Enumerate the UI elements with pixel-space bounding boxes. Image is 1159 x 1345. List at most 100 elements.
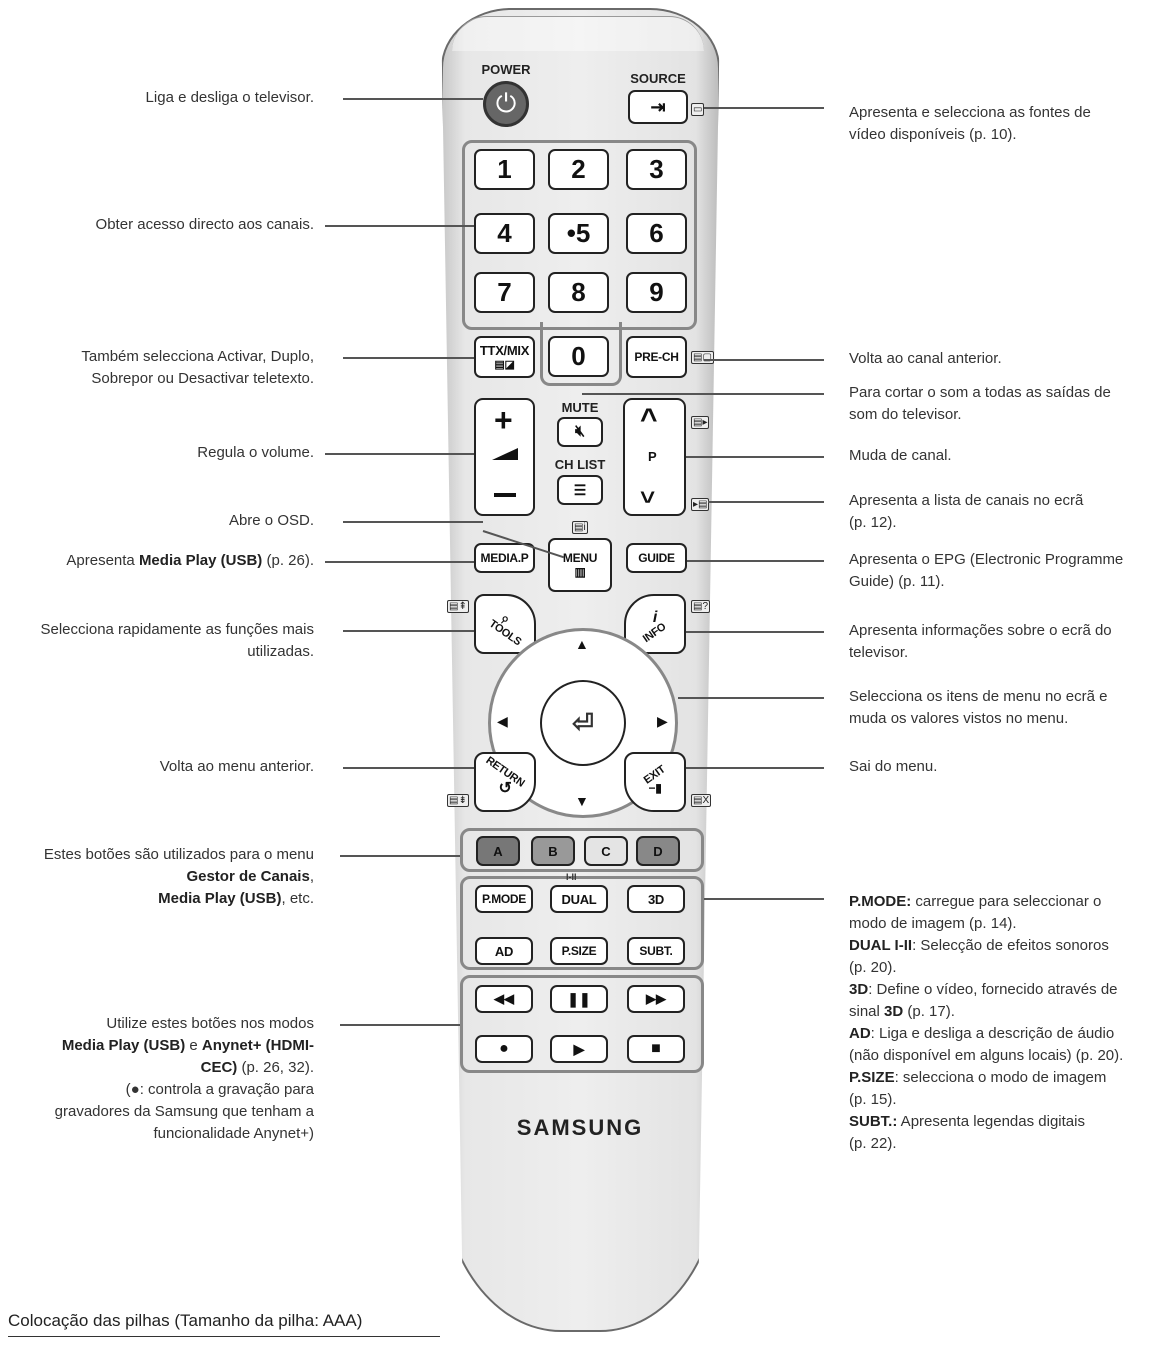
record-button[interactable]: ● <box>475 1035 533 1063</box>
note-3d-bold: 3D <box>884 1003 904 1020</box>
note-source-line2: vídeo disponíveis (p. 10). <box>849 126 1017 143</box>
number-button-4[interactable]: 4 <box>474 213 535 254</box>
tools-button[interactable]: ⌕ TOOLS <box>474 594 536 654</box>
record-icon: ● <box>499 1040 509 1057</box>
ad-button[interactable]: AD <box>475 937 533 965</box>
exit-button[interactable]: EXIT −▮ <box>624 752 686 812</box>
pre-ch-button[interactable]: PRE-CH <box>626 336 687 378</box>
leader-channel <box>686 456 824 458</box>
heading-underline <box>8 1336 440 1337</box>
nav-up-button[interactable]: ▲ <box>575 636 589 652</box>
note-chlist-line2: (p. 12). <box>849 514 897 531</box>
number-button-2[interactable]: 2 <box>548 149 609 190</box>
note-chlist: Apresenta a lista de canais no ecrã (p. … <box>849 490 1154 534</box>
p-mode-button[interactable]: P.MODE <box>475 885 533 913</box>
note-subt-text: Apresenta legendas digitais <box>897 1113 1085 1130</box>
number-button-3[interactable]: 3 <box>626 149 687 190</box>
volume-up-icon[interactable]: + <box>494 402 513 438</box>
mute-button[interactable]: 🔇︎ <box>557 417 603 447</box>
note-media-bold1: Media Play (USB) <box>61 1037 186 1054</box>
color-button-c[interactable]: C <box>584 836 628 866</box>
ttx-mix-button[interactable]: TTX/MIX ▤◪ <box>474 336 535 378</box>
return-button[interactable]: RETURN ↺ <box>474 752 536 812</box>
power-button[interactable]: ⏻ <box>483 81 529 127</box>
note-dual-text: : Selecção de efeitos sonoros <box>912 937 1109 954</box>
number-button-0[interactable]: 0 <box>548 336 609 377</box>
p-size-button[interactable]: P.SIZE <box>550 937 608 965</box>
nav-down-button[interactable]: ▼ <box>575 793 589 809</box>
note-ad-label: AD <box>849 1025 871 1042</box>
fast-forward-icon: ▶▶ <box>646 991 666 1006</box>
note-subt-text2: (p. 22). <box>849 1135 897 1152</box>
dual-button[interactable]: DUAL <box>550 885 608 913</box>
info-button[interactable]: i INFO <box>624 594 686 654</box>
teletext-icon: ▤◪ <box>494 359 515 371</box>
subt-button[interactable]: SUBT. <box>627 937 685 965</box>
channel-p-label: P <box>648 449 657 464</box>
number-button-7[interactable]: 7 <box>474 272 535 313</box>
fast-forward-button[interactable]: ▶▶ <box>627 985 685 1013</box>
leader-power <box>343 98 483 100</box>
note-subt: SUBT.: Apresenta legendas digitais <box>849 1111 1154 1133</box>
note-pmode-text: carregue para seleccionar o <box>911 893 1102 910</box>
number-button-6[interactable]: 6 <box>626 213 687 254</box>
leader-tools <box>343 630 474 632</box>
number-button-8[interactable]: 8 <box>548 272 609 313</box>
channel-rocker[interactable] <box>623 398 686 516</box>
leader-prech <box>704 359 824 361</box>
note-color-line3: Media Play (USB), etc. <box>44 888 314 910</box>
ch-list-button[interactable]: ☰ <box>557 475 603 505</box>
note-subt-label: SUBT.: <box>849 1113 898 1130</box>
play-button[interactable]: ▶ <box>550 1035 608 1063</box>
teletext-hold-icon: ▤⇞ <box>447 600 469 613</box>
play-icon: ▶ <box>573 1040 585 1057</box>
color-button-a[interactable]: A <box>476 836 520 866</box>
menu-label: MENU <box>562 551 598 565</box>
note-channel: Muda de canal. <box>849 447 952 464</box>
note-3d-page: (p. 17). <box>903 1003 955 1020</box>
list-icon: ☰ <box>573 481 587 498</box>
note-3d-text: : Define o vídeo, fornecido através de <box>868 981 1118 998</box>
note-chlist-line1: Apresenta a lista de canais no ecrã <box>849 492 1084 509</box>
note-psize-text: : selecciona o modo de imagem <box>894 1069 1107 1086</box>
volume-ramp-icon <box>492 448 518 460</box>
leader-source <box>704 107 824 109</box>
number-button-5[interactable]: •5 <box>548 213 609 254</box>
leader-media-p <box>325 561 474 563</box>
mute-label: MUTE <box>561 400 599 415</box>
enter-icon: ⏎ <box>572 707 594 738</box>
source-button[interactable]: ⇥ <box>628 90 688 124</box>
nav-left-button[interactable]: ◀ <box>497 713 508 729</box>
samsung-logo: SAMSUNG <box>516 1115 644 1140</box>
channel-up-icon[interactable]: ^ <box>640 403 658 436</box>
return-icon: ↺ <box>498 780 512 797</box>
note-functions: P.MODE: carregue para seleccionar o modo… <box>849 891 1154 1155</box>
number-button-1[interactable]: 1 <box>474 149 535 190</box>
note-exit: Sai do menu. <box>849 758 938 775</box>
volume-down-icon[interactable] <box>494 493 516 497</box>
pause-button[interactable]: ❚❚ <box>550 985 608 1013</box>
color-button-d[interactable]: D <box>636 836 680 866</box>
media-p-button[interactable]: MEDIA.P <box>474 543 535 573</box>
note-nav-line2: muda os valores vistos no menu. <box>849 710 1069 727</box>
stop-button[interactable]: ■ <box>627 1035 685 1063</box>
leader-exit <box>686 767 824 769</box>
ttx-mix-label: TTX/MIX <box>479 343 530 358</box>
rewind-button[interactable]: ◀◀ <box>475 985 533 1013</box>
note-media-line6: funcionalidade Anynet+) <box>153 1125 314 1142</box>
menu-button[interactable]: MENU ▥ <box>548 538 612 592</box>
mute-speaker-icon: 🔇︎ <box>574 423 586 440</box>
dual-sub-label: I-II <box>566 872 577 882</box>
channel-down-icon[interactable]: ^ <box>640 479 656 509</box>
note-info-line2: televisor. <box>849 644 909 661</box>
note-color-line1: Estes botões são utilizados para o menu <box>43 846 314 863</box>
nav-right-button[interactable]: ▶ <box>657 713 668 729</box>
note-color-bold1: Gestor de Canais <box>186 868 310 885</box>
3d-button[interactable]: 3D <box>627 885 685 913</box>
guide-button[interactable]: GUIDE <box>626 543 687 573</box>
teletext-reveal-icon: ▤? <box>691 600 711 613</box>
color-button-b[interactable]: B <box>531 836 575 866</box>
enter-button[interactable]: ⏎ <box>540 680 626 766</box>
function-button-group <box>460 876 704 970</box>
number-button-9[interactable]: 9 <box>626 272 687 313</box>
